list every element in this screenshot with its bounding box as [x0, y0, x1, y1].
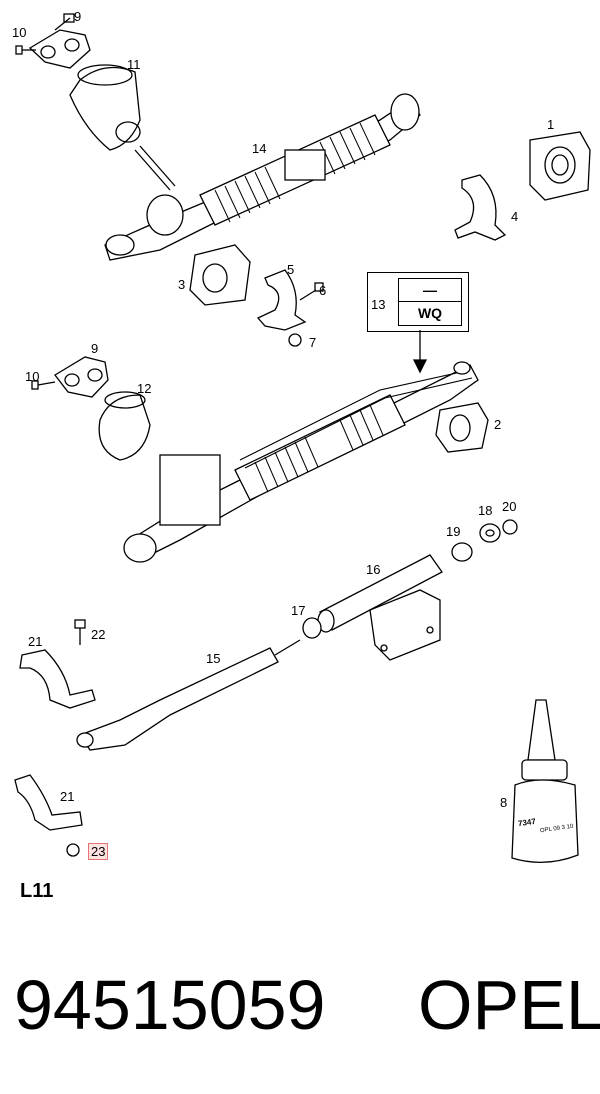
- part-19-bush: [451, 542, 473, 562]
- callout-18: 18: [478, 503, 493, 518]
- callout-6: 6: [319, 283, 327, 298]
- callout-13: 13: [371, 297, 386, 312]
- part-21-clamp-upper: [19, 649, 96, 709]
- callout-21-upper: 21: [28, 634, 43, 649]
- part-2-bush: [435, 402, 489, 453]
- callout-21-lower: 21: [60, 789, 75, 804]
- part-14-rack-top: [104, 93, 421, 261]
- callout-16: 16: [366, 562, 381, 577]
- part-3-bush: [189, 244, 251, 306]
- part-10-bolt-middle: [31, 380, 56, 390]
- callout-12: 12: [137, 381, 152, 396]
- callout-10-top: 10: [12, 25, 27, 40]
- part-21-clamp-lower: [14, 774, 83, 831]
- part-8-adhesive-bottle: [511, 699, 579, 863]
- callout-20: 20: [502, 499, 517, 514]
- part-7-nut: [288, 333, 302, 347]
- part-15-damper: [76, 639, 301, 751]
- part-6-bolt: [299, 282, 324, 301]
- part-4-clamp: [454, 174, 507, 241]
- brand-name: OPEL: [418, 966, 600, 1044]
- callout-14: 14: [252, 141, 267, 156]
- callout-10-middle: 10: [25, 369, 40, 384]
- callout-11: 11: [127, 57, 141, 72]
- callout-1: 1: [547, 117, 555, 132]
- callout-22: 22: [91, 627, 106, 642]
- callout-5: 5: [287, 262, 295, 277]
- option-code-symbol: —: [399, 279, 461, 302]
- callout-15: 15: [206, 651, 221, 666]
- part-20-nut: [502, 519, 518, 535]
- part-9-clamp-middle: [54, 356, 109, 398]
- callout-2: 2: [494, 417, 502, 432]
- part-18-washer: [479, 523, 501, 543]
- group-label: L11: [20, 880, 54, 902]
- option-code-box: — WQ: [398, 278, 462, 326]
- steering-rack-exploded-diagram: [14, 13, 591, 863]
- part-11-boot: [69, 64, 141, 151]
- callout-17: 17: [291, 603, 306, 618]
- part-23-nut: [66, 843, 80, 857]
- part-16-damper: [317, 554, 443, 661]
- option-code-wq: WQ: [417, 305, 443, 321]
- footer: 94515059 OPEL: [14, 965, 600, 1045]
- callout-19: 19: [446, 524, 461, 539]
- part-22-bolt: [74, 619, 86, 645]
- callout-7: 7: [309, 335, 317, 350]
- part-5-clamp: [256, 269, 307, 331]
- callout-9-top: 9: [74, 9, 82, 24]
- part-1-bush: [529, 131, 591, 201]
- part-number: 94515059: [14, 966, 326, 1044]
- power-steering-rack: [123, 361, 479, 563]
- part-17-bush: [302, 617, 322, 639]
- callout-4: 4: [511, 209, 519, 224]
- part-13-reference-box: 13 — WQ: [367, 272, 469, 332]
- callout-23-highlighted[interactable]: 23: [88, 843, 109, 860]
- callout-3: 3: [178, 277, 186, 292]
- callout-8: 8: [500, 795, 508, 810]
- part-12-boot: [98, 391, 151, 461]
- part-9-clamp-top: [28, 13, 91, 69]
- callout-9-middle: 9: [91, 341, 99, 356]
- part-10-bolt-top: [15, 45, 36, 55]
